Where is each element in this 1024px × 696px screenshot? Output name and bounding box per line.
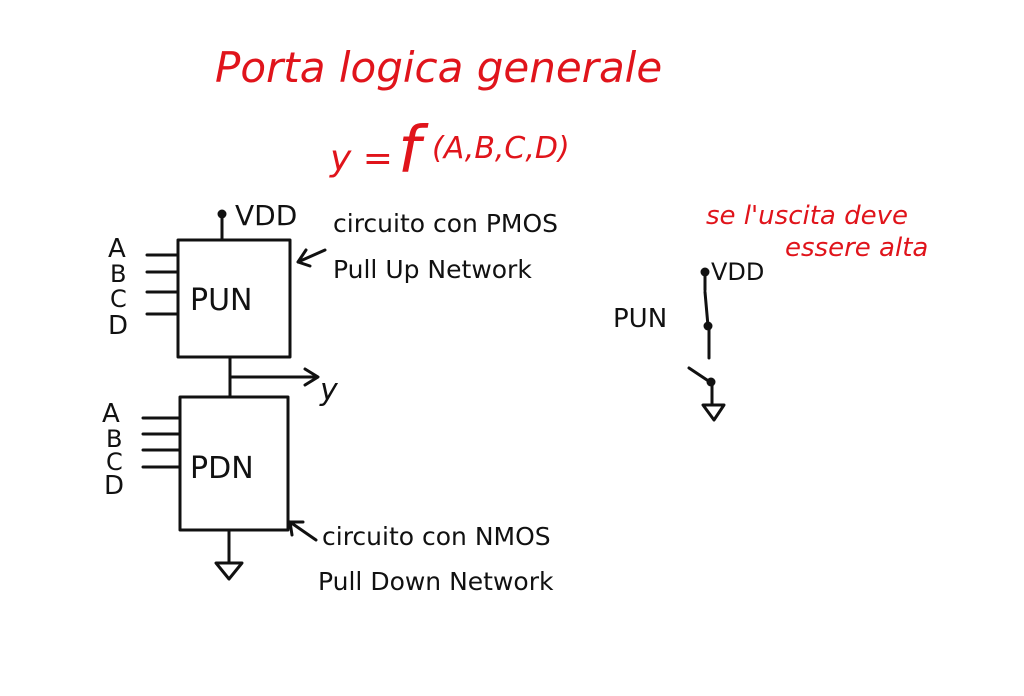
pdn-input-label: C [106,448,123,476]
pun-supply-node [217,209,227,219]
pun-note-line2: Pull Up Network [333,255,532,284]
pun-arrow [296,248,327,268]
pdn-ground-symbol [214,561,244,581]
pun-switch-closed [703,290,710,328]
pdn-box-label: PDN [190,451,254,486]
pdn-inputs: A B C D [102,399,182,501]
pdn-box [178,395,290,532]
pdn-note-line1: circuito con NMOS [322,522,551,551]
pun-input-label: B [110,260,126,288]
pun-note-line1: circuito con PMOS [333,209,558,238]
function-symbol: f [398,114,429,188]
output-arrowhead [303,367,320,387]
right-ground-symbol [701,403,726,422]
pun-box [176,238,292,359]
pun-input-label: A [108,234,126,264]
pdn-note-line2: Pull Down Network [318,567,554,596]
pun-input-label: D [108,311,128,341]
right-note-line1: se l'uscita deve [706,201,908,231]
right-supply-label: VDD [711,258,764,286]
right-switch-label: PUN [613,304,667,334]
function-args: (A,B,C,D) [432,131,570,166]
pun-input-label: C [110,285,127,313]
pdn-input-label: D [104,471,124,501]
title: Porta logica generale [215,43,662,92]
function-lhs: y = [329,138,393,179]
pun-inputs: A B C D [108,234,180,341]
pdn-switch-open [687,366,712,384]
pdn-arrow [288,520,318,542]
right-note-line2: essere alta [785,233,928,263]
pdn-input-label: B [106,425,122,453]
output-label: y [319,373,339,408]
pun-box-label: PUN [190,283,253,318]
pdn-input-label: A [102,399,120,429]
pun-supply-label: VDD [235,199,297,232]
